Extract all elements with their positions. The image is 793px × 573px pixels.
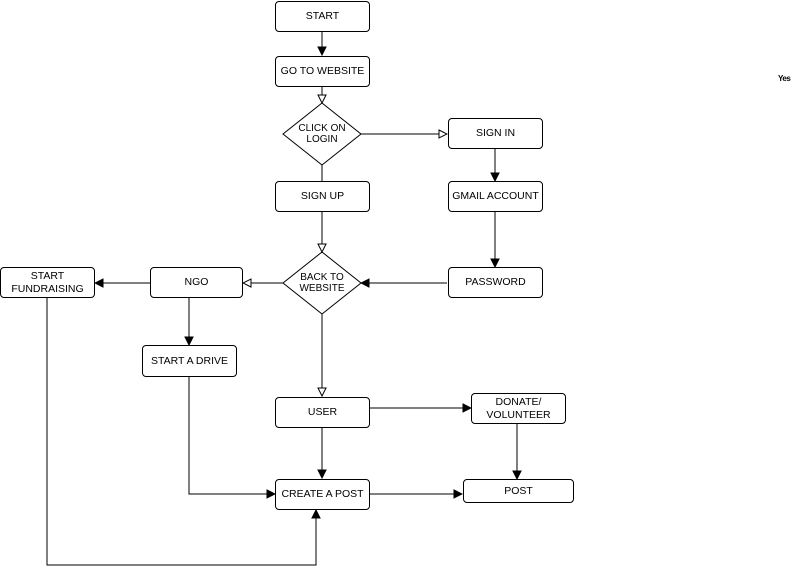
node-password: PASSWORD [448, 267, 543, 298]
node-start-fundraising: START FUNDRAISING [0, 267, 95, 298]
node-sign-up: SIGN UP [275, 181, 370, 212]
decision-label-back-to-website: BACK TO WEBSITE [299, 271, 345, 295]
node-ngo: NGO [150, 267, 243, 298]
node-donate-volunteer: DONATE/ VOLUNTEER [471, 393, 566, 424]
decision-diamond-click-on-login [282, 102, 362, 166]
decision-diamond-back-to-website [282, 251, 362, 315]
node-gmail-account: GMAIL ACCOUNT [448, 181, 543, 212]
node-start: START [275, 1, 370, 32]
edge-drive-to-createpost [188, 377, 275, 494]
node-go-to-website: GO TO WEBSITE [275, 56, 370, 87]
stray-yes-label: Yes [778, 74, 791, 83]
node-create-a-post: CREATE A POST [275, 479, 370, 510]
node-user: USER [275, 397, 370, 428]
edge-fundraising-to-createpost [46, 298, 316, 566]
node-start-a-drive: START A DRIVE [142, 345, 237, 377]
node-sign-in: SIGN IN [448, 118, 543, 149]
node-post: POST [463, 479, 574, 503]
decision-label-click-on-login: CLICK ON LOGIN [298, 122, 346, 146]
